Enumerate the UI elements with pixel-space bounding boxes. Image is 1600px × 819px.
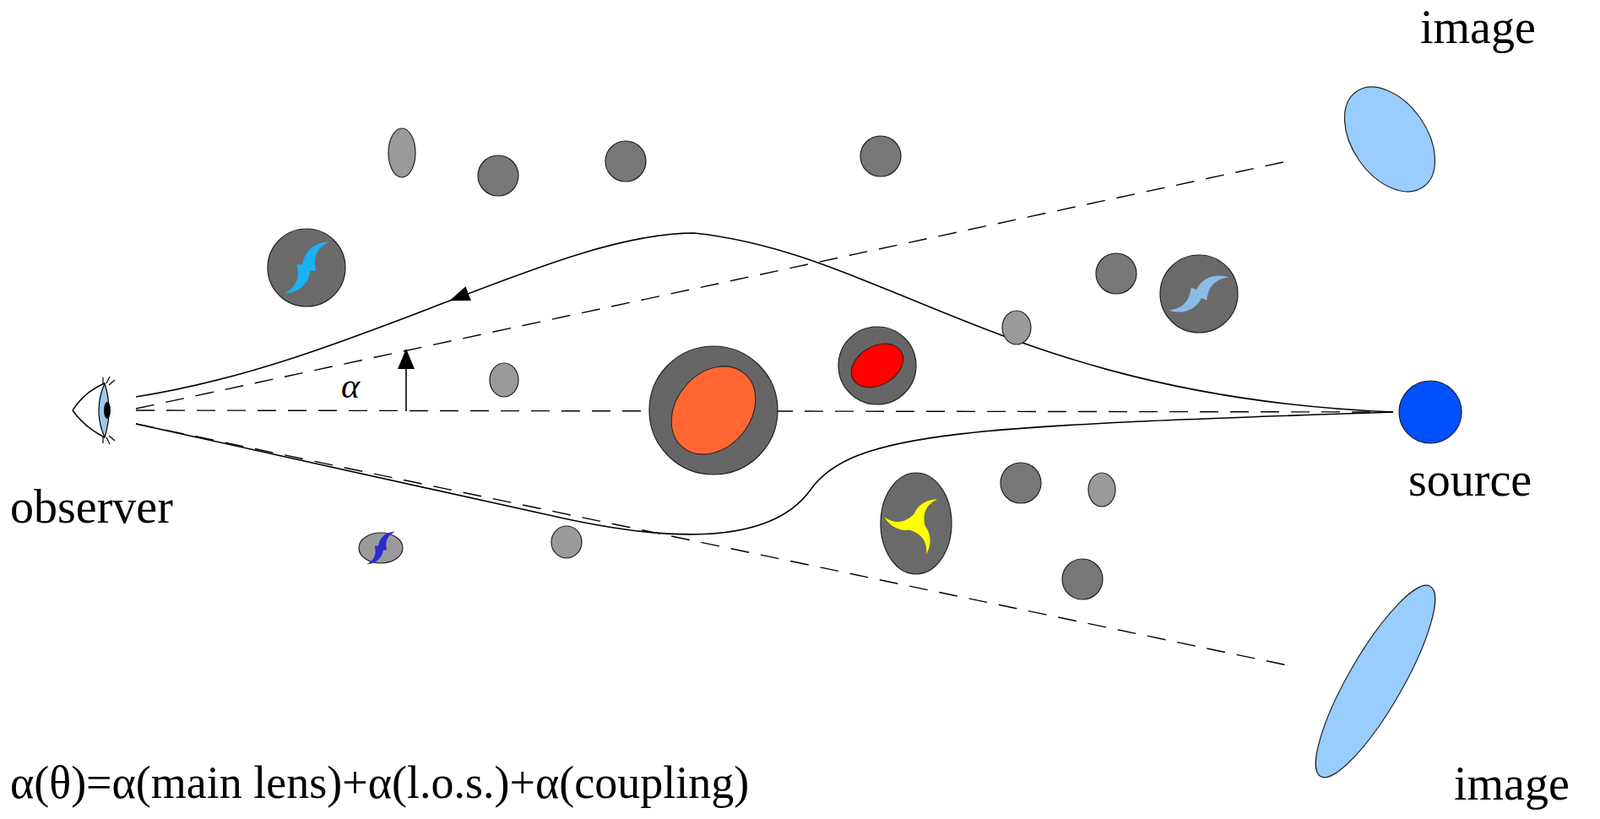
use-part	[366, 531, 396, 565]
circle-part	[1399, 380, 1462, 444]
image-shape	[1300, 582, 1453, 786]
secondary-lens-halo	[838, 326, 917, 405]
halo	[1095, 253, 1137, 294]
galaxy-halo	[880, 472, 952, 575]
halo	[477, 155, 519, 196]
observer-node: observer	[6, 371, 179, 532]
use-part	[283, 242, 329, 294]
image-node: image	[1325, 3, 1541, 230]
image-node: image	[1300, 582, 1575, 809]
field-halos	[267, 128, 1238, 600]
source-label: source	[1408, 455, 1532, 504]
path-part	[103, 376, 115, 445]
halo	[1002, 310, 1031, 345]
halo	[551, 526, 582, 559]
observer-label: observer	[10, 482, 174, 531]
main-lens-galaxy	[654, 349, 774, 472]
ellipse-part	[103, 401, 111, 419]
angle-arrowhead	[397, 348, 415, 369]
angle-symbol-box: α	[341, 368, 360, 404]
spiral-galaxy	[884, 498, 939, 554]
main-lens-halo	[649, 346, 778, 475]
secondary-lens-galaxy	[843, 335, 912, 397]
arrowhead	[449, 286, 472, 301]
halo	[860, 135, 901, 177]
image-label: image	[1453, 759, 1570, 808]
halo	[1062, 558, 1103, 600]
ellipse-part	[1325, 70, 1454, 209]
galaxy-halo	[267, 228, 346, 307]
image-label: image	[1420, 3, 1536, 51]
halo	[605, 141, 646, 182]
source-node: source	[1393, 376, 1537, 505]
halo	[1088, 472, 1116, 507]
deflection-formula-box: α(θ)=α(main lens)+α(l.o.s.)+α(coupling)	[10, 759, 749, 806]
spiral-galaxy	[1169, 261, 1230, 326]
angle-arrow	[405, 366, 407, 412]
observer-shape	[60, 371, 120, 450]
halo	[388, 128, 416, 178]
spiral-galaxy	[366, 531, 396, 565]
use-part	[1169, 261, 1230, 326]
spiral-galaxy	[283, 242, 329, 294]
deflection-formula: α(θ)=α(main lens)+α(l.o.s.)+α(coupling)	[10, 757, 749, 809]
image-shape	[1325, 48, 1454, 230]
source-shape	[1393, 376, 1468, 448]
use-part	[884, 498, 939, 554]
angle-symbol: α	[341, 366, 360, 406]
ellipse-part	[1296, 572, 1454, 790]
galaxy-halo	[1160, 254, 1238, 333]
halo	[489, 363, 519, 397]
halo	[1000, 462, 1042, 504]
